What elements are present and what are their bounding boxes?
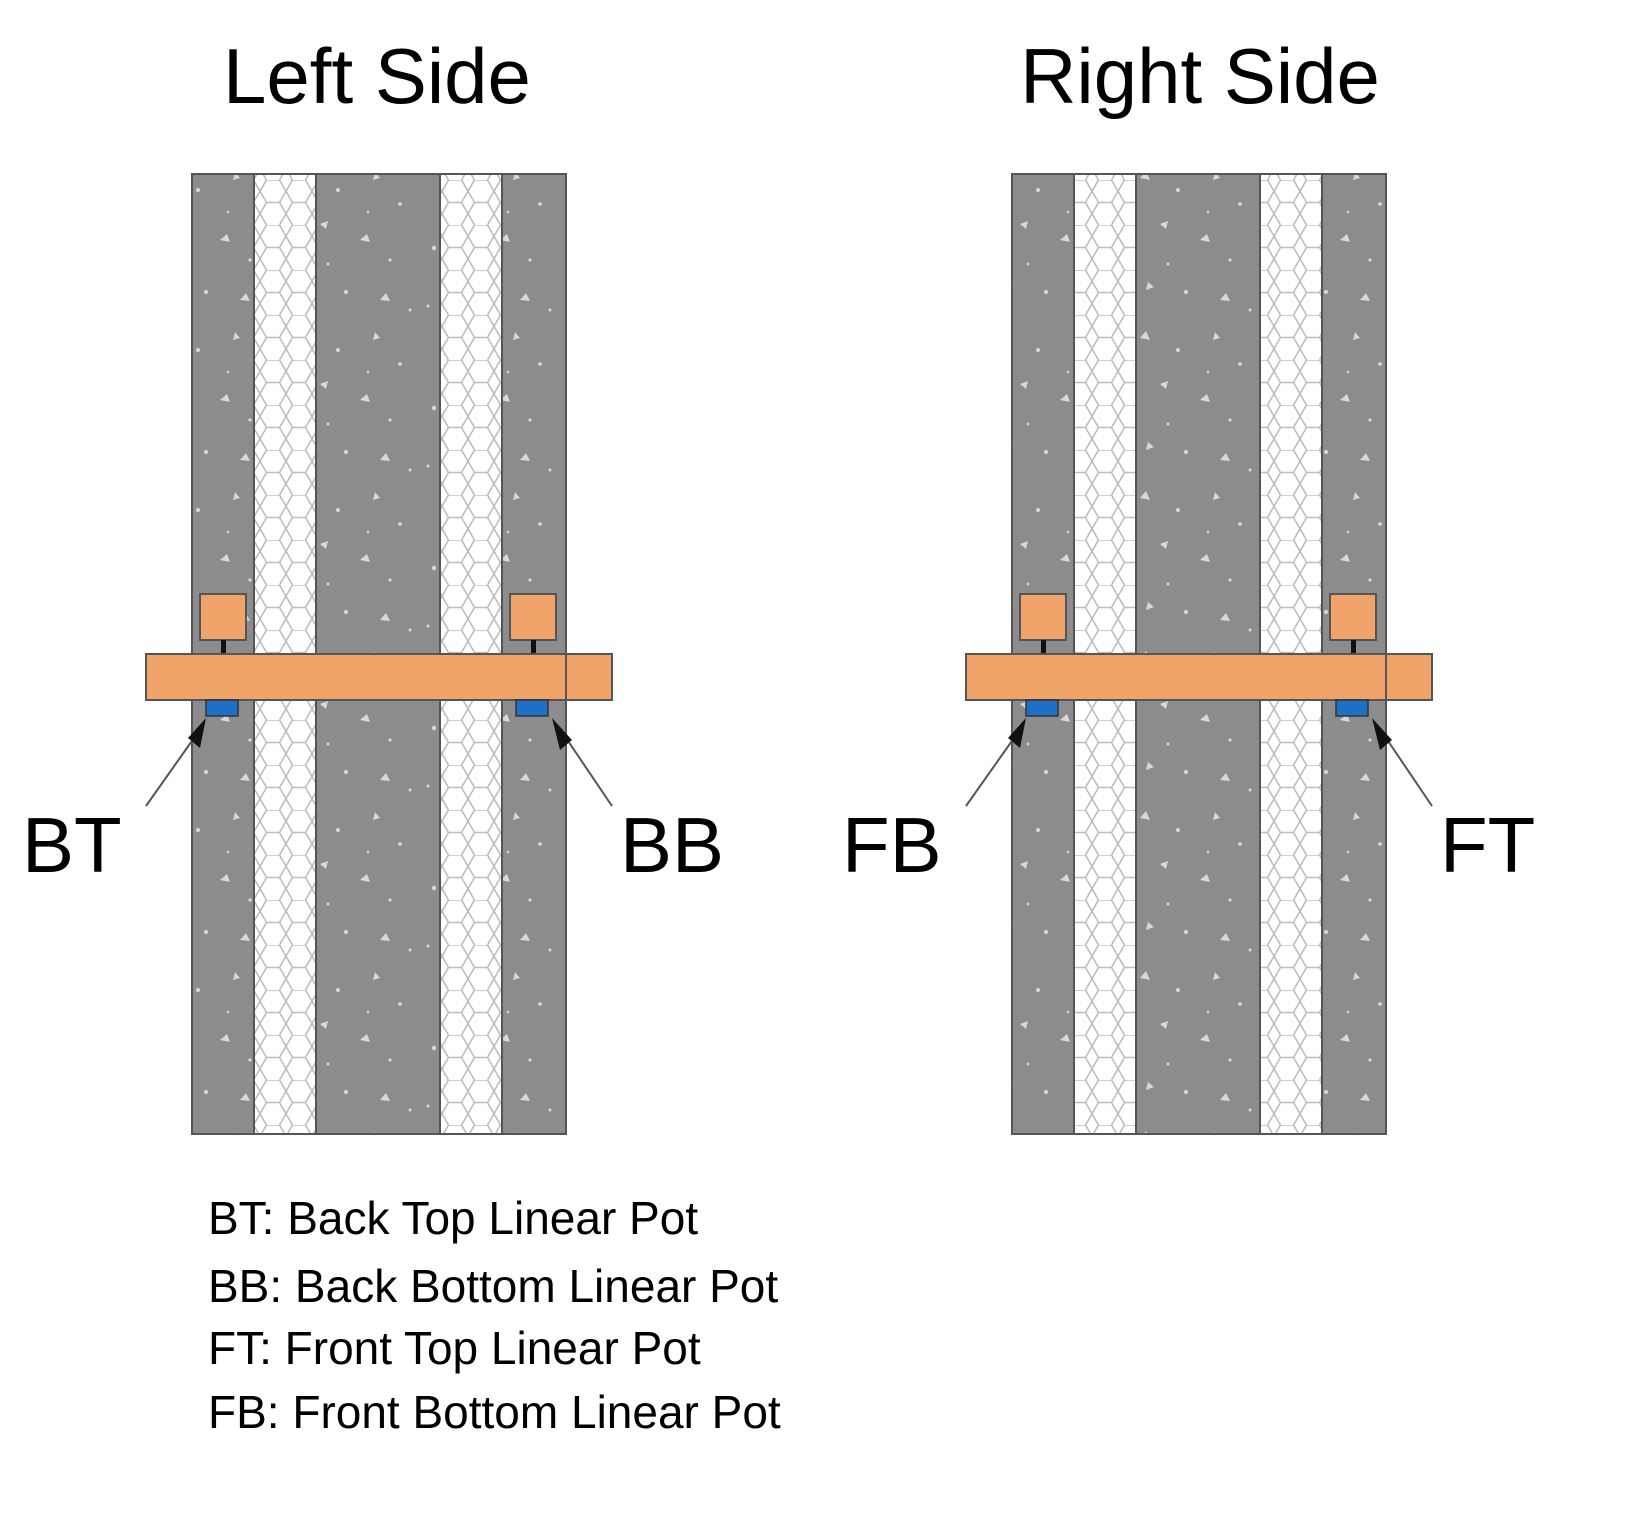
fb-leader-line	[965, 737, 1015, 807]
left-stem-2	[531, 640, 536, 654]
legend-item-bb: BB: Back Bottom Linear Pot	[208, 1260, 778, 1312]
right-stem-2	[1351, 640, 1356, 654]
ft-sensor	[1335, 699, 1369, 717]
left-wall-panel: BT BB	[22, 173, 724, 1135]
right-connector-bar	[965, 653, 1433, 701]
left-top-plate-2	[509, 593, 557, 641]
bt-leader-line	[145, 737, 195, 807]
ft-leader-line	[1385, 737, 1433, 807]
ft-callout-label: FT	[1440, 801, 1535, 889]
left-top-plate-1	[199, 593, 247, 641]
legend: BT: Back Top Linear Pot BB: Back Bottom …	[208, 1192, 781, 1438]
right-stem-1	[1041, 640, 1046, 654]
fb-sensor	[1025, 699, 1059, 717]
right-top-plate-2	[1329, 593, 1377, 641]
bb-sensor	[515, 699, 549, 717]
legend-item-fb: FB: Front Bottom Linear Pot	[208, 1386, 781, 1438]
right-top-plate-1	[1019, 593, 1067, 641]
left-connector-bar	[145, 653, 613, 701]
left-stem-1	[221, 640, 226, 654]
bt-callout-label: BT	[22, 801, 122, 889]
ft-arrowhead	[1372, 718, 1392, 750]
bb-callout-label: BB	[620, 801, 724, 889]
legend-item-bt: BT: Back Top Linear Pot	[208, 1192, 698, 1244]
legend-item-ft: FT: Front Top Linear Pot	[208, 1322, 701, 1374]
bt-arrowhead	[188, 718, 206, 748]
bb-arrowhead	[552, 718, 572, 750]
left-side-title: Left Side	[223, 32, 531, 120]
fb-arrowhead	[1008, 718, 1026, 748]
right-wall-panel: FB FT	[842, 173, 1535, 1135]
bt-sensor	[205, 699, 239, 717]
fb-callout-label: FB	[842, 801, 942, 889]
bb-leader-line	[565, 737, 613, 807]
right-side-title: Right Side	[1020, 32, 1380, 120]
